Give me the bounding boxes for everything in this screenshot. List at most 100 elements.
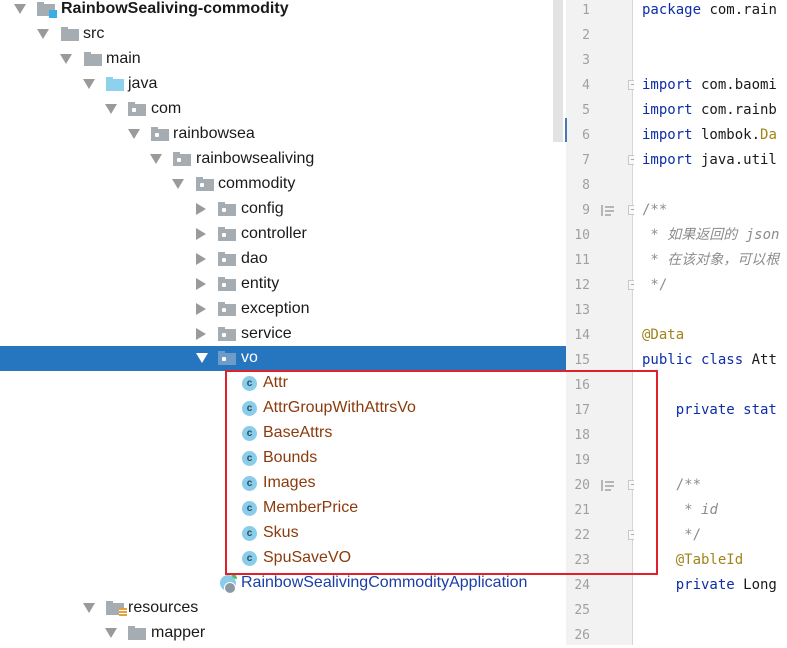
collapse-arrow-icon[interactable]: [196, 228, 206, 240]
line-number: 8: [582, 178, 590, 193]
editor-gutter: [566, 0, 633, 645]
tree-node-rainbowsealiving[interactable]: rainbowsealiving: [0, 147, 566, 172]
tree-node-label: vo: [241, 349, 258, 366]
expand-arrow-icon[interactable]: [196, 353, 208, 363]
tree-node-label: Images: [263, 474, 316, 491]
tree-node-vo[interactable]: vo: [0, 346, 566, 371]
line-number: 18: [574, 428, 590, 443]
package-icon: [196, 177, 214, 191]
code-line-23: @TableId: [642, 552, 744, 568]
vcs-change-marker[interactable]: [565, 118, 567, 142]
keyword: public class: [642, 352, 744, 368]
tree-scrollbar[interactable]: [553, 0, 563, 142]
line-number: 9: [582, 203, 590, 218]
collapse-arrow-icon[interactable]: [196, 203, 206, 215]
render-doc-icon[interactable]: [601, 480, 614, 491]
tree-node-config[interactable]: config: [0, 197, 566, 222]
class-icon: c: [242, 451, 257, 466]
tree-node-module[interactable]: RainbowSealiving-commodity: [0, 0, 566, 22]
resources-folder-icon: [106, 601, 127, 617]
collapse-arrow-icon[interactable]: [196, 253, 206, 265]
project-tree[interactable]: RainbowSealiving-commodity src main java…: [0, 0, 566, 645]
code-text: lombok.: [692, 127, 761, 143]
comment-text: *: [642, 502, 702, 518]
tree-node-class-memberprice[interactable]: c MemberPrice: [0, 496, 566, 521]
tree-node-label: main: [106, 50, 141, 67]
code-line-24: private Long: [642, 573, 777, 598]
tree-node-service[interactable]: service: [0, 322, 566, 347]
tree-node-src[interactable]: src: [0, 22, 566, 47]
tree-node-label: java: [128, 75, 158, 92]
code-line-14: @Data: [642, 327, 685, 343]
tree-node-mapper[interactable]: mapper: [0, 621, 566, 645]
tree-node-label: commodity: [218, 175, 296, 192]
render-doc-icon[interactable]: [601, 205, 614, 216]
tree-node-resources[interactable]: resources: [0, 596, 566, 621]
tree-node-label: exception: [241, 300, 310, 317]
code-line-6: import lombok.Da: [642, 123, 777, 148]
collapse-arrow-icon[interactable]: [196, 278, 206, 290]
line-number: 2: [582, 28, 590, 43]
tree-node-label: com: [151, 100, 182, 117]
tree-node-class-skus[interactable]: c Skus: [0, 521, 566, 546]
package-icon: [218, 302, 236, 316]
tree-node-label: controller: [241, 225, 307, 242]
tree-node-com[interactable]: com: [0, 97, 566, 122]
keyword: import: [642, 77, 693, 93]
expand-arrow-icon[interactable]: [128, 129, 140, 139]
line-number: 17: [574, 403, 590, 418]
keyword: import: [642, 127, 693, 143]
tree-node-class-images[interactable]: c Images: [0, 471, 566, 496]
line-number: 23: [574, 553, 590, 568]
tree-node-class-attr[interactable]: c Attr: [0, 371, 566, 396]
code-line-7: import java.util: [642, 148, 777, 173]
expand-arrow-icon[interactable]: [37, 29, 49, 39]
tree-node-label: Skus: [263, 524, 299, 541]
tree-node-java[interactable]: java: [0, 72, 566, 97]
package-icon: [218, 277, 236, 291]
expand-arrow-icon[interactable]: [105, 628, 117, 638]
expand-arrow-icon[interactable]: [83, 79, 95, 89]
line-number: 26: [574, 628, 590, 643]
class-icon: c: [242, 526, 257, 541]
tree-node-label: rainbowsea: [173, 125, 255, 142]
tree-node-label: entity: [241, 275, 280, 292]
tree-node-class-attrgroupwithattrsvo[interactable]: c AttrGroupWithAttrsVo: [0, 396, 566, 421]
code-text: Att: [743, 352, 777, 368]
tree-node-controller[interactable]: controller: [0, 222, 566, 247]
line-number: 15: [574, 353, 590, 368]
line-number: 4: [582, 78, 590, 93]
expand-arrow-icon[interactable]: [14, 4, 26, 14]
tree-node-label: service: [241, 325, 292, 342]
tree-node-class-spusavevo[interactable]: c SpuSaveVO: [0, 546, 566, 571]
line-number: 13: [574, 303, 590, 318]
tree-node-class-baseattrs[interactable]: c BaseAttrs: [0, 421, 566, 446]
tree-node-class-bounds[interactable]: c Bounds: [0, 446, 566, 471]
line-number: 19: [574, 453, 590, 468]
tree-node-label: resources: [128, 599, 199, 616]
code-text: com.baomi: [692, 77, 777, 93]
expand-arrow-icon[interactable]: [83, 603, 95, 613]
code-line-1: package com.rain: [642, 0, 777, 23]
expand-arrow-icon[interactable]: [60, 54, 72, 64]
collapse-arrow-icon[interactable]: [196, 328, 206, 340]
code-line-11: * 在该对象，可以根: [642, 248, 779, 273]
collapse-arrow-icon[interactable]: [196, 303, 206, 315]
code-editor[interactable]: package com.rain import com.baomi import…: [634, 0, 787, 645]
tree-node-dao[interactable]: dao: [0, 247, 566, 272]
expand-arrow-icon[interactable]: [172, 179, 184, 189]
code-line-4: import com.baomi: [642, 73, 777, 98]
tree-node-entity[interactable]: entity: [0, 272, 566, 297]
line-number: 14: [574, 328, 590, 343]
tree-node-label: MemberPrice: [263, 499, 359, 516]
expand-arrow-icon[interactable]: [150, 154, 162, 164]
annotation-text: Da: [760, 127, 777, 143]
tree-node-label: Bounds: [263, 449, 318, 466]
tree-node-application-class[interactable]: RainbowSealivingCommodityApplication: [0, 571, 566, 596]
tree-node-commodity[interactable]: commodity: [0, 172, 566, 197]
tree-node-main[interactable]: main: [0, 47, 566, 72]
expand-arrow-icon[interactable]: [105, 104, 117, 114]
tree-node-rainbowsea[interactable]: rainbowsea: [0, 122, 566, 147]
code-line-12: */: [642, 277, 668, 293]
tree-node-exception[interactable]: exception: [0, 297, 566, 322]
